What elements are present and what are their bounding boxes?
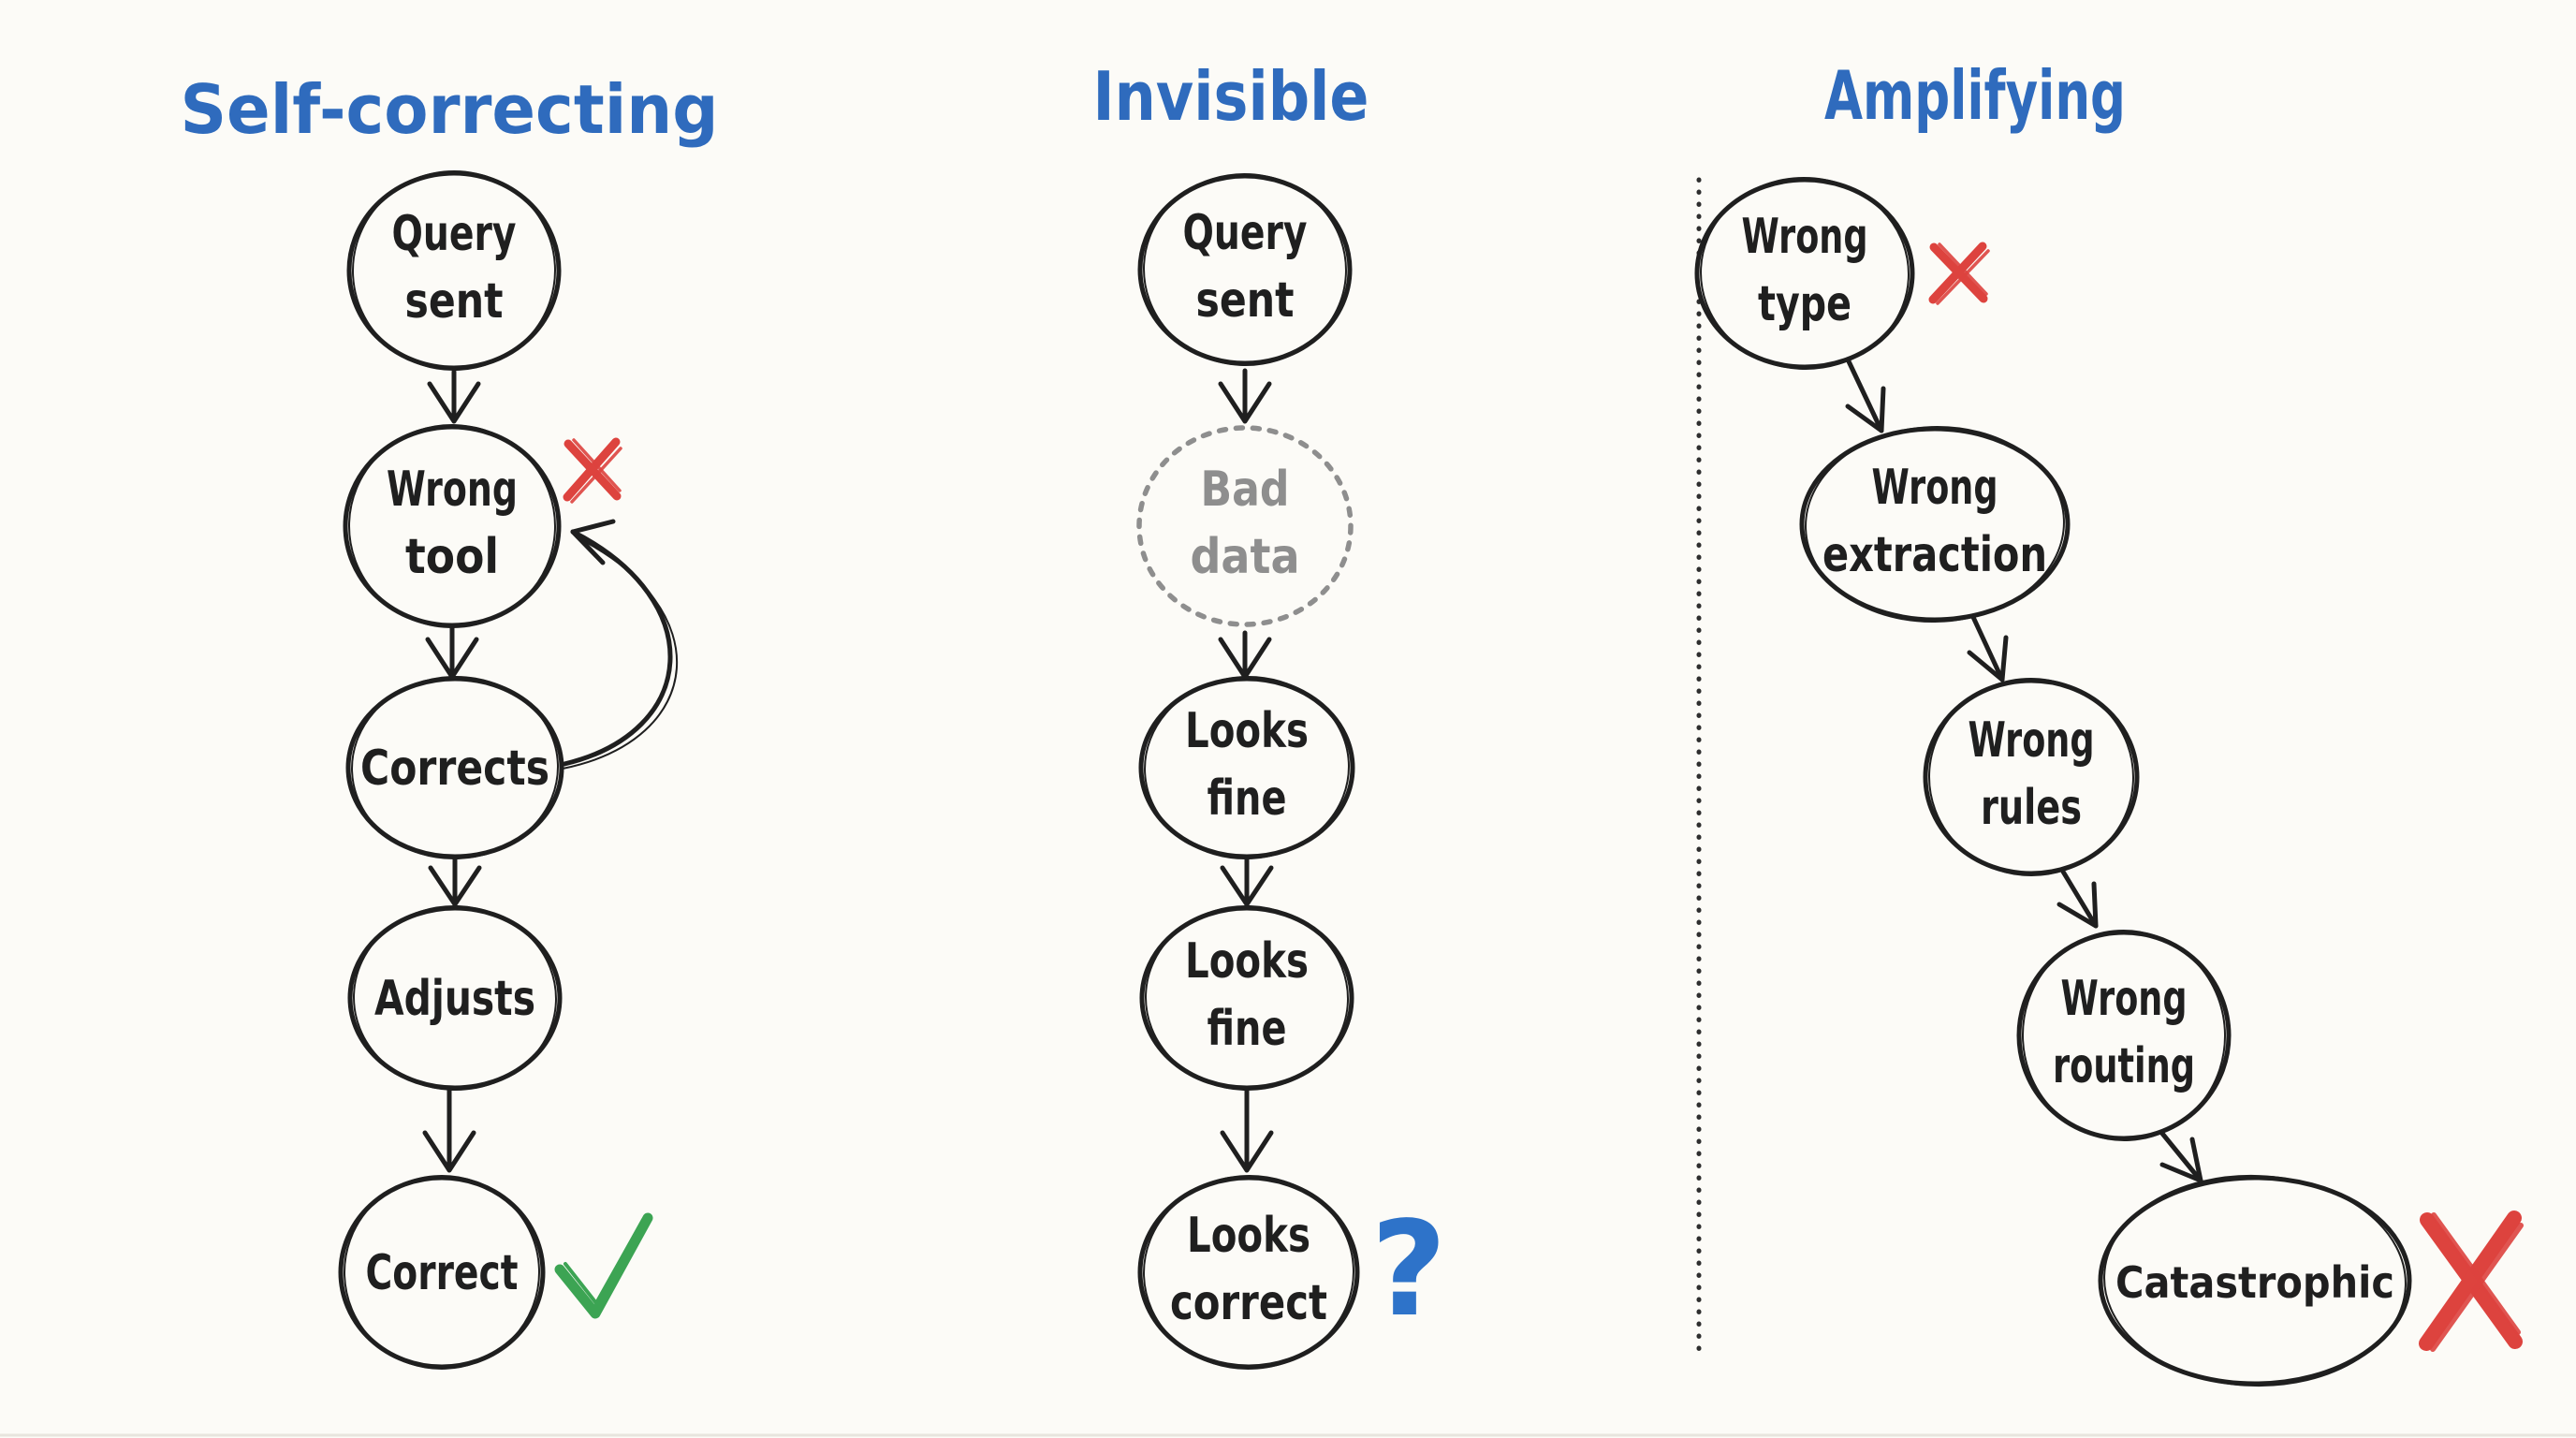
loop-back-arrow <box>562 519 678 770</box>
node-circle-echo <box>353 904 557 1092</box>
node-wrong-type: Wrong type <box>1694 176 1915 371</box>
column-invisible: Invisible Query sent Bad d <box>1093 57 1447 1371</box>
node-circle-echo <box>1805 425 2065 624</box>
flow-arrow <box>1218 368 1272 424</box>
node-label: fine <box>1208 770 1287 827</box>
node-label: correct <box>1170 1275 1327 1331</box>
flow-arrow <box>422 1084 476 1173</box>
node-circle <box>343 424 562 628</box>
node-circle-echo <box>2021 930 2227 1141</box>
node-circle <box>2016 930 2232 1141</box>
node-label: Wrong <box>1872 460 1998 516</box>
node-label: Adjusts <box>374 971 535 1027</box>
node-circle-echo <box>352 169 556 372</box>
node-circle-echo <box>1143 1174 1354 1371</box>
node-circle <box>1923 678 2140 876</box>
node-label: Wrong <box>387 462 518 518</box>
flow-arrow <box>1967 612 2009 682</box>
node-looks-correct: Looks correct <box>1137 1174 1360 1371</box>
node-corrects: Corrects <box>345 675 564 860</box>
node-label: Query <box>1183 205 1308 261</box>
node-label: fine <box>1208 1001 1287 1057</box>
node-circle <box>1137 1175 1360 1370</box>
node-query-sent: Query sent <box>346 169 562 372</box>
node-wrong-routing: Wrong routing <box>2016 930 2232 1141</box>
node-wrong-rules: Wrong rules <box>1923 677 2140 877</box>
flow-arrow <box>1220 853 1274 907</box>
node-label: Looks <box>1187 1208 1310 1264</box>
node-circle-echo <box>351 675 559 860</box>
column-title-amplifying: Amplifying <box>1824 56 2126 135</box>
node-circle-echo <box>1700 176 1910 371</box>
question-mark-icon: ? <box>1370 1194 1446 1346</box>
node-circle-echo <box>1145 904 1349 1092</box>
flow-arrow <box>425 624 479 680</box>
column-title-self-correcting: Self-correcting <box>181 70 719 149</box>
node-circle-echo <box>2103 1174 2407 1387</box>
flow-arrow <box>2157 1127 2203 1183</box>
node-circle <box>1138 676 1355 859</box>
node-query-sent: Query sent <box>1137 172 1353 367</box>
node-catastrophic: Catastrophic <box>2098 1174 2412 1387</box>
node-label: sent <box>405 273 504 330</box>
node-label: routing <box>2053 1038 2195 1094</box>
node-circle-dotted <box>1136 425 1354 627</box>
flow-arrow <box>428 853 482 907</box>
node-label: Query <box>392 206 517 262</box>
node-label: Wrong <box>2061 971 2188 1027</box>
flow-arrow <box>1845 359 1886 433</box>
node-circle <box>345 676 564 859</box>
node-label: tool <box>405 529 499 585</box>
node-circle <box>1137 173 1353 366</box>
big-red-x-icon <box>2419 1211 2524 1352</box>
node-label: data <box>1191 529 1300 585</box>
column-self-correcting: Self-correcting Query <box>181 70 719 1371</box>
node-label: Wrong <box>1969 712 2095 769</box>
node-label: Correct <box>366 1245 519 1301</box>
node-circle <box>1799 426 2071 623</box>
node-wrong-tool: Wrong tool <box>343 423 562 629</box>
node-adjusts: Adjusts <box>347 904 563 1092</box>
node-label: Corrects <box>360 741 549 797</box>
node-circle <box>1139 905 1354 1091</box>
node-circle-echo <box>1144 675 1350 860</box>
node-label: Bad <box>1201 462 1290 518</box>
node-circle-echo <box>344 1174 540 1371</box>
column-title-invisible: Invisible <box>1093 57 1369 136</box>
node-circle <box>346 170 562 371</box>
flow-arrow <box>1220 1084 1274 1173</box>
node-label: Looks <box>1185 703 1309 759</box>
node-label: Looks <box>1185 933 1309 990</box>
flow-arrow <box>1218 630 1272 680</box>
node-correct: Correct <box>338 1174 546 1371</box>
red-x-icon <box>1928 242 1990 305</box>
column-amplifying: Amplifying Wrong type <box>1694 56 2524 1387</box>
red-x-icon <box>563 437 622 504</box>
node-circle <box>2098 1175 2412 1387</box>
node-bad-data: Bad data <box>1136 425 1354 627</box>
node-label: type <box>1758 276 1852 332</box>
node-circle-echo <box>1928 677 2134 877</box>
green-check-icon <box>554 1212 653 1319</box>
node-label: Catastrophic <box>2115 1257 2394 1308</box>
flow-arrow <box>2056 869 2099 929</box>
node-looks-fine-1: Looks fine <box>1138 675 1355 860</box>
node-circle <box>338 1175 546 1370</box>
node-looks-fine-2: Looks fine <box>1139 904 1354 1092</box>
node-label: extraction <box>1822 527 2047 583</box>
node-wrong-extraction: Wrong extraction <box>1799 425 2071 624</box>
node-circle <box>347 905 563 1091</box>
node-circle-echo <box>1143 172 1347 367</box>
node-label: sent <box>1196 272 1295 329</box>
node-circle-echo <box>348 423 556 629</box>
node-label: rules <box>1981 780 2082 836</box>
flow-arrow <box>427 369 481 424</box>
node-label: Wrong <box>1742 209 1868 265</box>
node-circle <box>1694 177 1915 370</box>
